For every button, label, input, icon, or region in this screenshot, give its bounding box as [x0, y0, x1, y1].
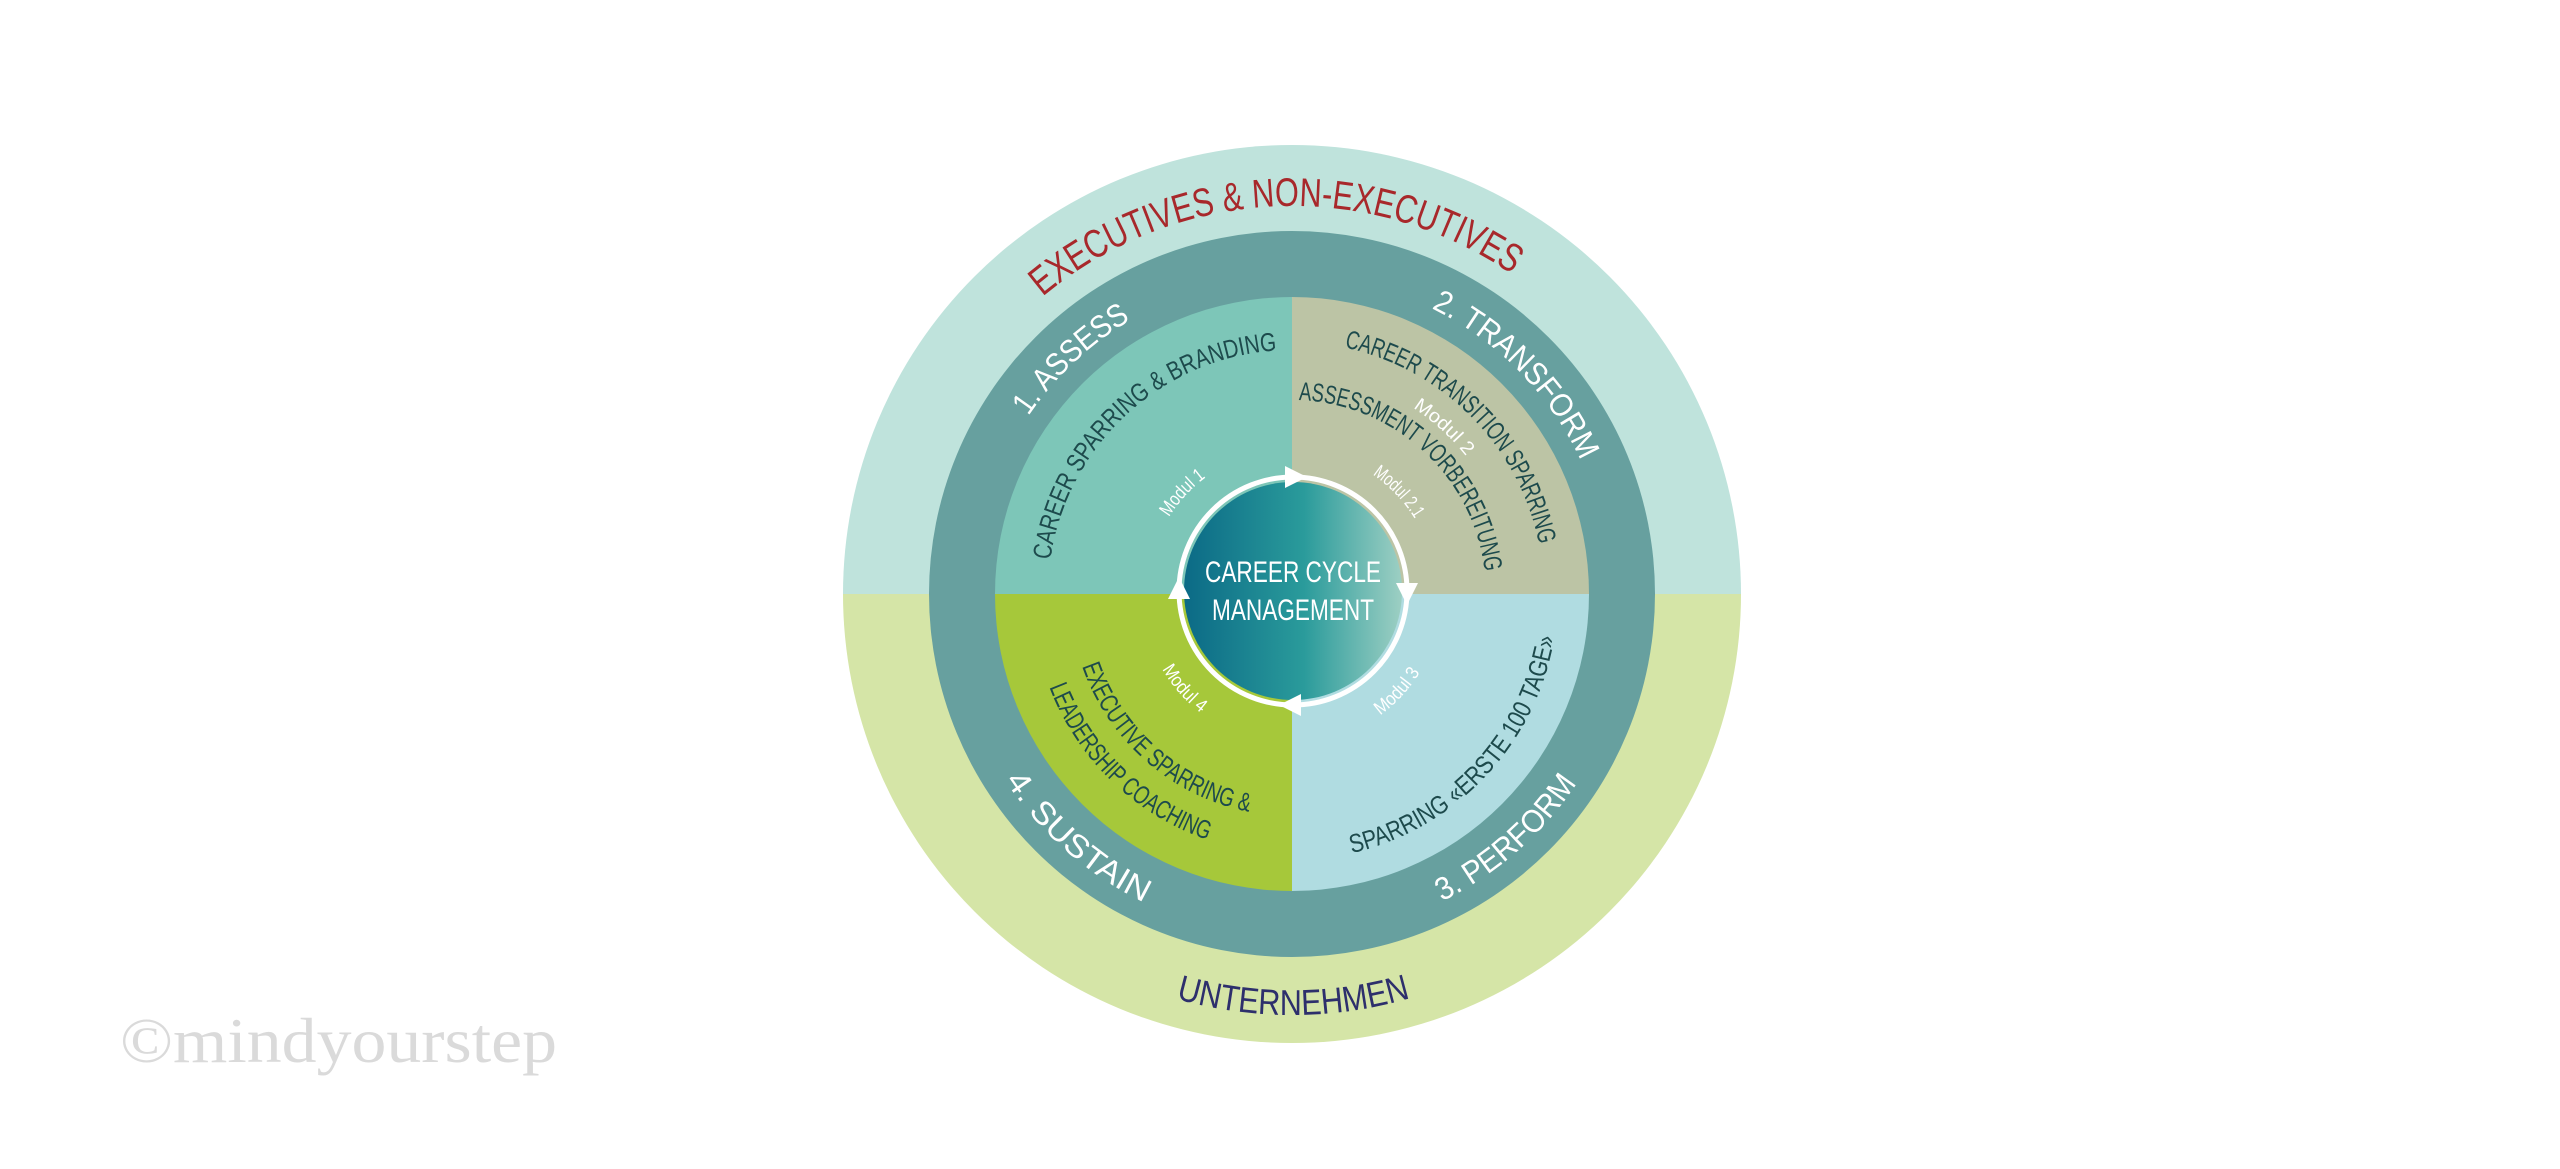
arrow-up-icon — [1168, 577, 1190, 599]
center-circle — [1184, 482, 1402, 700]
arrow-right-icon — [1285, 466, 1307, 488]
arrow-left-icon — [1279, 694, 1301, 716]
center-title-line1: CAREER CYCLE — [1205, 556, 1381, 589]
copyright-watermark: ©mindyourstep — [120, 1005, 557, 1076]
cycle-arrows — [1168, 466, 1418, 716]
center-title-line2: MANAGEMENT — [1212, 594, 1374, 627]
arrow-down-icon — [1396, 583, 1418, 605]
